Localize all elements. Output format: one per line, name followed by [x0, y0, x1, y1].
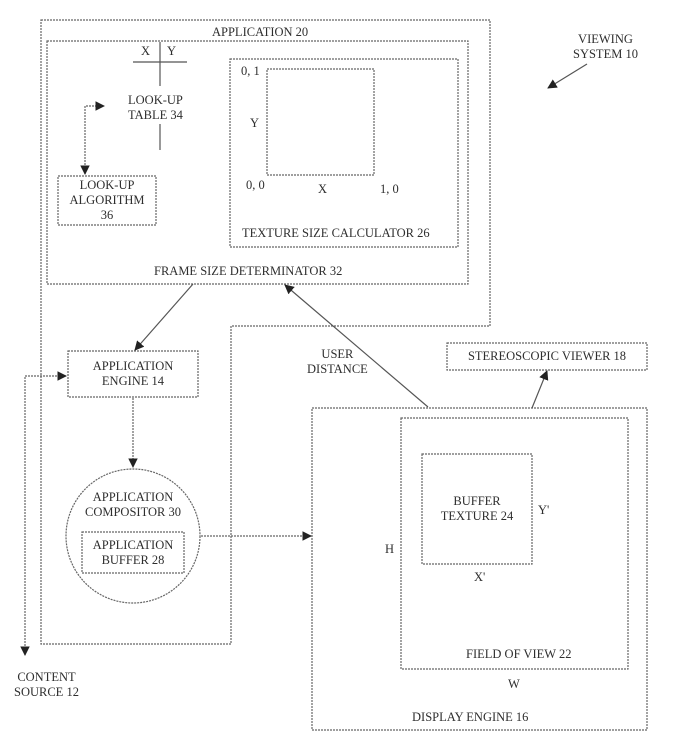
frame-size-determinator-box — [46, 40, 469, 285]
viewing-system-pointer — [547, 63, 588, 89]
texture-corner-bottom-right: 1, 0 — [380, 182, 399, 196]
application-engine-label: APPLICATION ENGINE 14 — [92, 359, 174, 388]
lookup-table-label: LOOK-UP TABLE 34 — [128, 93, 183, 123]
display-engine-box — [311, 407, 648, 731]
application-engine-box — [67, 350, 199, 398]
application-compositor-circle — [65, 468, 201, 604]
field-of-view-label: FIELD OF VIEW 22 — [466, 647, 572, 661]
frame-size-determinator-label: FRAME SIZE DETERMINATOR 32 — [154, 264, 343, 278]
buffer-texture-height-label: Y' — [538, 503, 550, 517]
user-distance-label: USER DISTANCE — [307, 347, 368, 376]
texture-size-calculator-box — [229, 58, 459, 248]
display-to-viewer-arrow — [531, 370, 549, 409]
lookup-table-col-x: X — [141, 44, 151, 58]
field-of-view-width-label: W — [508, 677, 520, 691]
buffer-texture-width-label: X' — [474, 570, 486, 584]
application-buffer-box — [81, 531, 185, 574]
content-source-connector — [20, 371, 67, 656]
lookup-algorithm-label: LOOK-UP ALGORITHM 36 — [69, 178, 145, 222]
texture-axis-y: Y — [250, 116, 260, 130]
texture-corner-top-left: 0, 1 — [241, 64, 260, 78]
application-label: APPLICATION 20 — [212, 25, 309, 39]
field-of-view-box — [400, 417, 629, 670]
buffer-texture-box — [421, 453, 533, 565]
buffer-texture-label: BUFFER TEXTURE 24 — [440, 494, 514, 523]
field-of-view-height-label: H — [385, 542, 395, 556]
lookup-algorithm-box — [57, 175, 157, 226]
texture-size-calculator-label: TEXTURE SIZE CALCULATOR 26 — [242, 226, 430, 240]
texture-corner-bottom-left: 0, 0 — [246, 178, 265, 192]
lookup-table-col-y: Y — [167, 44, 177, 58]
texture-unit-square — [266, 68, 375, 176]
user-distance-arrow — [284, 284, 429, 408]
frame-to-engine-arrow — [134, 283, 194, 351]
stereoscopic-viewer-box — [446, 342, 648, 371]
application-compositor-label: APPLICATION COMPOSITOR 30 — [85, 490, 181, 519]
content-source-label: CONTENT SOURCE 12 — [14, 670, 79, 699]
lookup-connector — [80, 101, 105, 175]
viewing-system-label: VIEWING SYSTEM 10 — [573, 32, 638, 61]
stereoscopic-viewer-label: STEREOSCOPIC VIEWER 18 — [467, 349, 627, 363]
texture-axis-x: X — [318, 182, 328, 196]
application-buffer-label: APPLICATION BUFFER 28 — [92, 538, 174, 567]
display-engine-label: DISPLAY ENGINE 16 — [412, 710, 529, 724]
